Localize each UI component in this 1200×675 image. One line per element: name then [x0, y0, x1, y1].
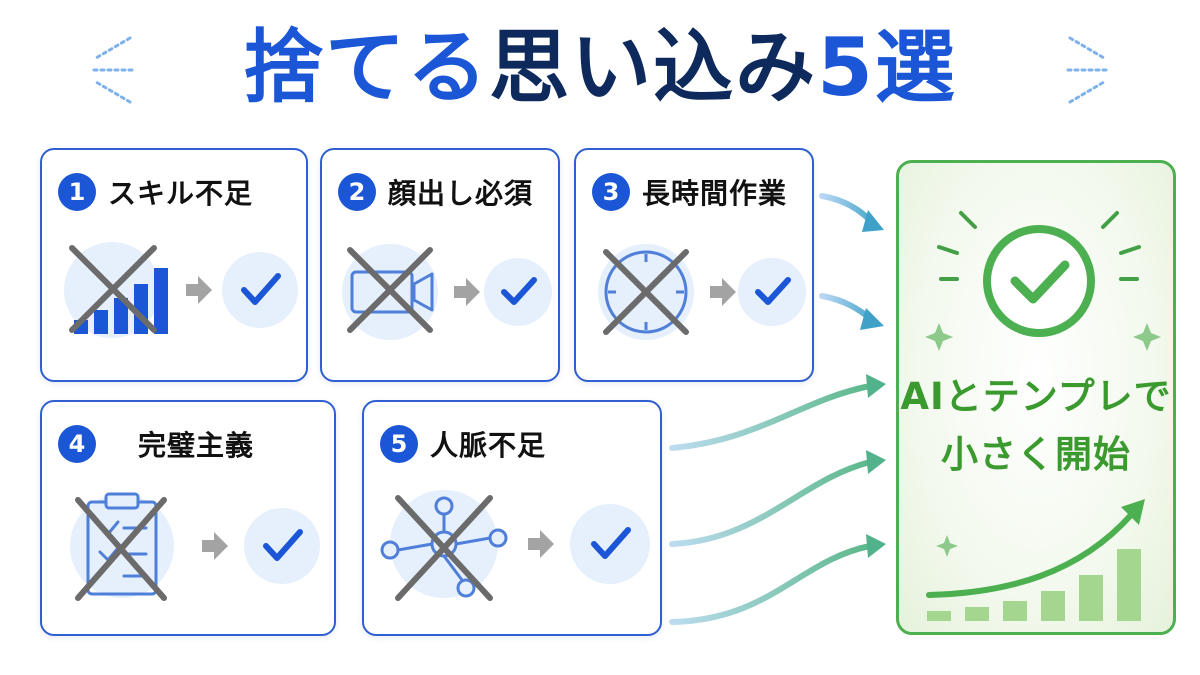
- arrow-right-icon: [202, 532, 228, 560]
- growth-bars-icon: [927, 549, 1141, 621]
- growth-arrow-icon: [926, 499, 1145, 598]
- result-panel: AIとテンプレで 小さく開始: [896, 160, 1176, 635]
- check-icon: [570, 504, 650, 584]
- card-label: 完璧主義: [138, 429, 255, 462]
- card-header: 1 スキル不足: [58, 172, 253, 212]
- cross-mark-icon: [69, 245, 157, 333]
- page-title: 捨てる思い込み5選: [0, 18, 1200, 118]
- card-network-shortage: 5 人脈不足: [362, 400, 662, 636]
- result-text: AIとテンプレで 小さく開始: [899, 368, 1173, 484]
- sparkle-lines-left-icon: [88, 36, 134, 104]
- title-part-1: 捨てる: [243, 21, 490, 114]
- arrow-right-icon: [710, 278, 736, 306]
- card-skill-shortage: 1 スキル不足: [40, 148, 308, 382]
- cross-mark-icon: [603, 249, 689, 335]
- card-label: スキル不足: [108, 177, 254, 210]
- arrow-right-icon: [186, 276, 212, 304]
- check-circle-icon: [983, 225, 1095, 337]
- arrowhead: [866, 534, 886, 558]
- arrowhead: [860, 308, 884, 330]
- flow-arrow: [669, 459, 873, 547]
- sparkle-lines-right-icon: [1066, 36, 1112, 104]
- card-face-required: 2 顔出し必須: [320, 148, 560, 382]
- arrowhead: [866, 374, 886, 398]
- card-label: 顔出し必須: [388, 177, 534, 210]
- arrowhead: [862, 210, 884, 232]
- title-part-3: 5選: [817, 21, 957, 114]
- cross-mark-icon: [395, 495, 493, 601]
- check-icon: [222, 252, 298, 328]
- result-line-1: AIとテンプレで: [900, 375, 1172, 418]
- card-label: 長時間作業: [642, 177, 788, 210]
- number-badge: 1: [58, 173, 96, 211]
- number-badge: 2: [338, 173, 376, 211]
- check-icon: [738, 258, 806, 326]
- arrow-right-icon: [454, 278, 480, 306]
- cross-mark-icon: [75, 497, 167, 601]
- flow-arrow: [819, 193, 875, 225]
- sparkle-icon: [925, 323, 1161, 557]
- card-long-hours: 3 長時間作業: [574, 148, 814, 382]
- arrowhead: [866, 450, 886, 474]
- flow-arrow: [669, 383, 873, 451]
- number-badge: 3: [592, 173, 630, 211]
- card-label: 人脈不足: [430, 429, 547, 462]
- card-header: 5 人脈不足: [380, 424, 546, 464]
- arrow-right-icon: [528, 530, 554, 558]
- card-header: 3 長時間作業: [592, 172, 787, 212]
- flow-arrow: [669, 543, 873, 625]
- check-icon: [244, 508, 320, 584]
- title-part-2: 思い込み: [489, 21, 818, 114]
- card-header: 4 完璧主義: [58, 424, 254, 464]
- number-badge: 5: [380, 425, 418, 463]
- cross-mark-icon: [347, 247, 433, 333]
- result-line-2: 小さく開始: [941, 433, 1131, 476]
- card-header: 2 顔出し必須: [338, 172, 533, 212]
- radiating-lines-icon: [937, 211, 1141, 281]
- card-perfectionism: 4 完璧主義: [40, 400, 336, 636]
- number-badge: 4: [58, 425, 96, 463]
- check-icon: [484, 258, 552, 326]
